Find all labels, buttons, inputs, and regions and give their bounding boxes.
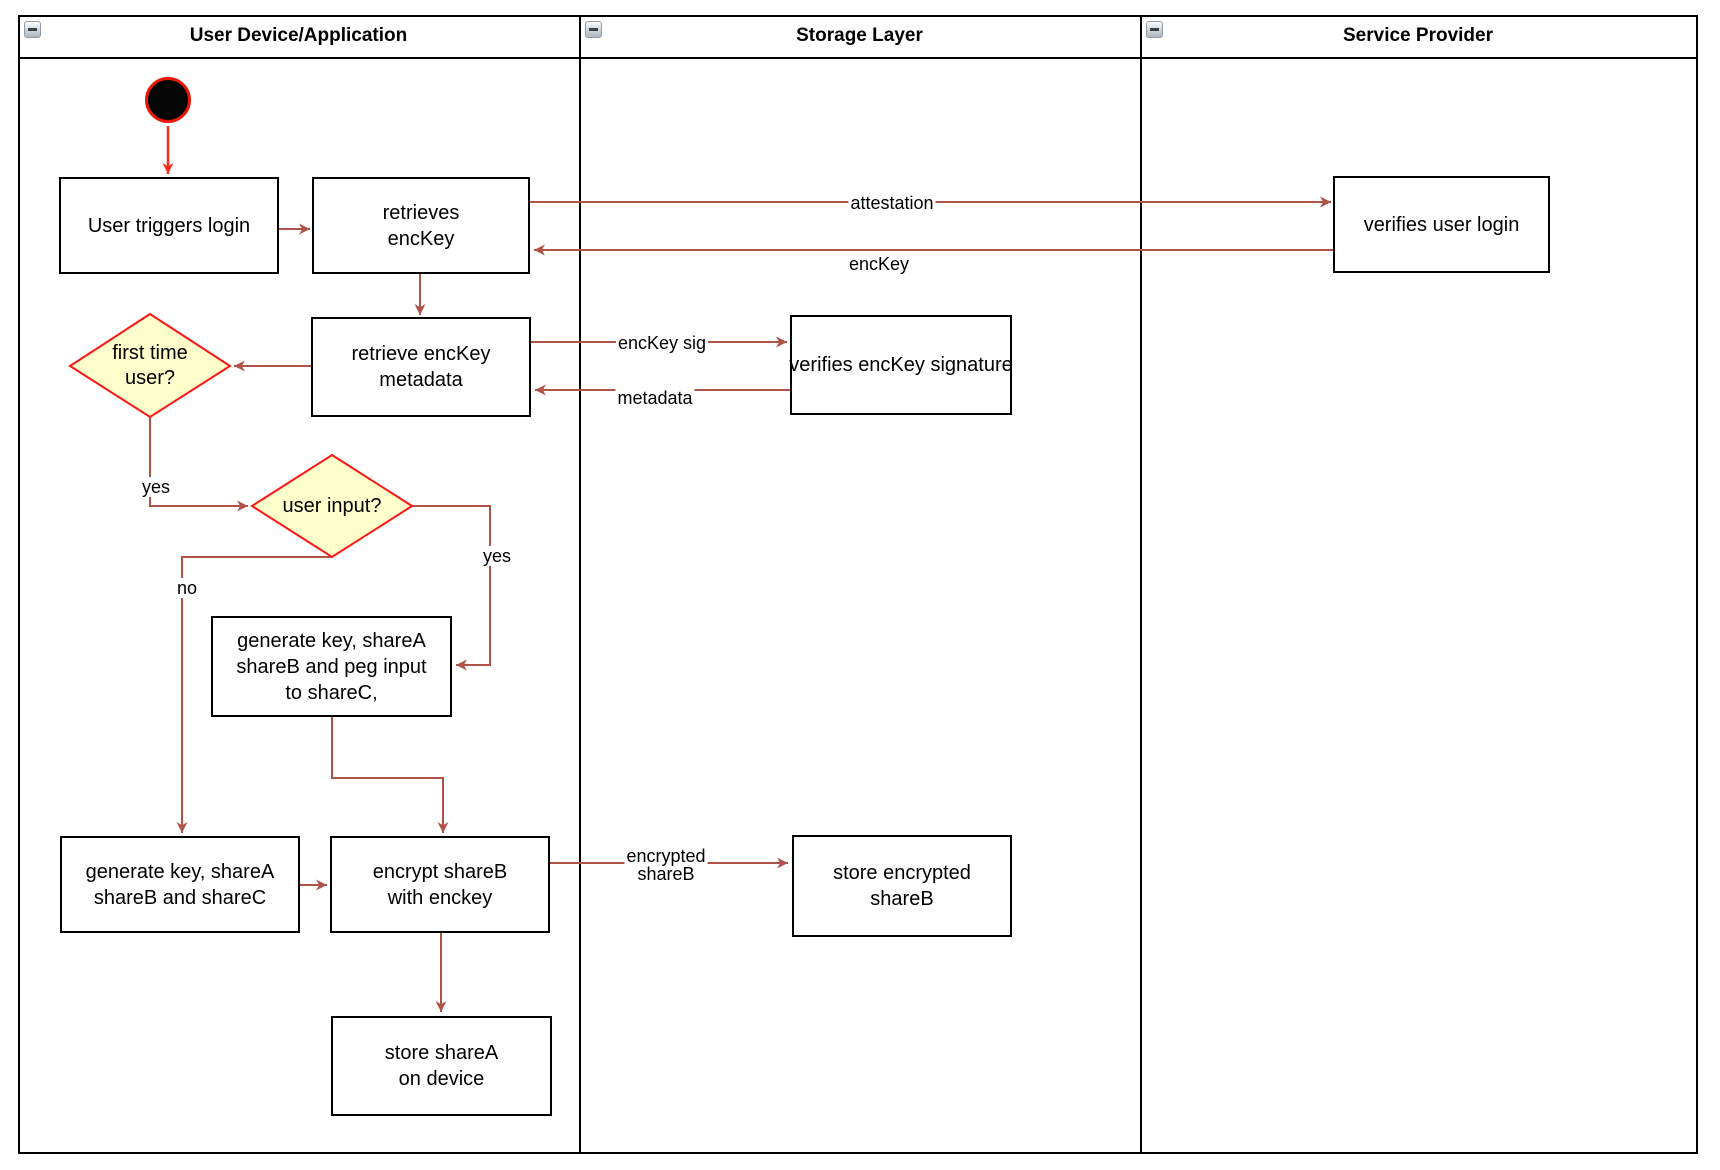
node-encrypt-shareb[interactable]: encrypt shareB with enckey (330, 836, 550, 933)
collapse-button-lane1[interactable] (24, 21, 41, 38)
edge-label-enckey: encKey (846, 254, 912, 274)
edge-label-yes-user-input: yes (480, 546, 514, 566)
lane-separator-1 (579, 15, 581, 1152)
edge-label-metadata: metadata (615, 388, 695, 408)
minus-icon (28, 28, 37, 31)
node-verifies-user-login[interactable]: verifies user login (1333, 176, 1550, 273)
node-generate-key-peg[interactable]: generate key, shareA shareB and peg inpu… (211, 616, 452, 717)
lane-title-user-device: User Device/Application (189, 25, 408, 46)
lane-separator-2 (1140, 15, 1142, 1152)
edge-label-yes-first-time: yes (139, 477, 173, 497)
edge-label-no-user-input: no (174, 578, 200, 598)
decision-first-time-user-label: first time user? (112, 342, 188, 389)
lane-title-service-provider: Service Provider (1343, 25, 1493, 46)
minus-icon (1150, 28, 1159, 31)
lane-title-storage-layer: Storage Layer (796, 25, 923, 46)
edge-label-enckey-sig: encKey sig (615, 333, 709, 353)
node-generate-key-shares[interactable]: generate key, shareA shareB and shareC (60, 836, 300, 933)
edge-label-encrypted-shareb: encrypted shareB (624, 846, 708, 884)
decision-user-input-label: user input? (282, 494, 382, 517)
node-retrieves-enckey[interactable]: retrieves encKey (312, 177, 530, 274)
node-store-encrypted-shareb[interactable]: store encrypted shareB (792, 835, 1012, 937)
node-store-sharea[interactable]: store shareA on device (331, 1016, 552, 1116)
minus-icon (589, 28, 598, 31)
lane-header-divider (18, 57, 1696, 59)
node-retrieve-enckey-metadata[interactable]: retrieve encKey metadata (311, 317, 531, 417)
node-user-triggers-login[interactable]: User triggers login (59, 177, 279, 274)
edge-label-attestation: attestation (848, 193, 936, 213)
node-verifies-enckey-signature[interactable]: verifies encKey signature (789, 315, 1013, 415)
collapse-button-lane3[interactable] (1146, 21, 1163, 38)
collapse-button-lane2[interactable] (585, 21, 602, 38)
